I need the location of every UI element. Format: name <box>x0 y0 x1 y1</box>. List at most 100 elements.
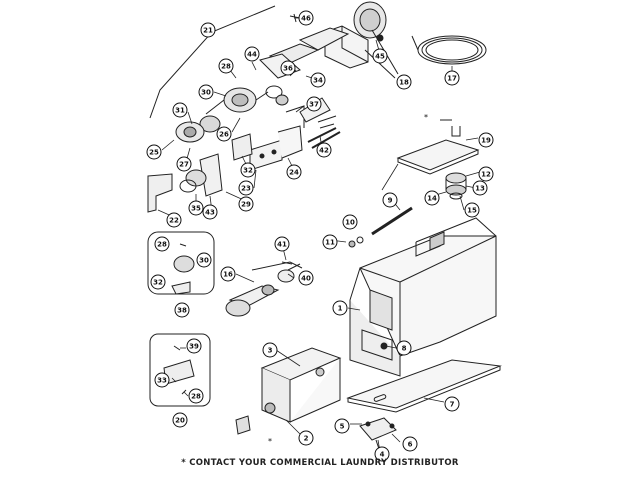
callout-34: 34 <box>310 72 326 88</box>
star-marker: * <box>424 113 428 122</box>
callout-circle <box>200 22 216 38</box>
callout-11: 11 <box>322 234 338 250</box>
callout-label: 9 <box>388 197 393 205</box>
callout-23: 23 <box>238 180 254 196</box>
callout-15: 15 <box>464 202 480 218</box>
callout-label: 30 <box>201 89 211 97</box>
callout-label: 2 <box>304 435 309 443</box>
callout-12: 12 <box>478 166 494 182</box>
callout-label: 16 <box>223 271 233 279</box>
callout-label: 6 <box>408 441 413 449</box>
callout-circle <box>154 372 170 388</box>
callout-circle <box>472 180 488 196</box>
callout-circle <box>444 70 460 86</box>
leader-line <box>149 5 276 119</box>
callout-42: 42 <box>316 142 332 158</box>
callout-28: 28 <box>154 236 170 252</box>
callout-label: 43 <box>205 209 215 217</box>
callout-circle <box>332 300 348 316</box>
callout-label: 5 <box>340 423 345 431</box>
callout-5: 5 <box>334 418 350 434</box>
callout-circle <box>306 96 322 112</box>
callout-45: 45 <box>372 48 388 64</box>
callout-circle <box>244 46 260 62</box>
callout-circle <box>240 162 256 178</box>
callout-26: 26 <box>216 126 232 142</box>
callout-label: 42 <box>319 147 329 155</box>
callout-1: 1 <box>332 300 348 316</box>
callout-22: 22 <box>166 212 182 228</box>
callout-circle <box>280 60 296 76</box>
callout-label: 11 <box>325 239 335 247</box>
callout-label: 33 <box>157 377 167 385</box>
callout-label: 32 <box>243 167 253 175</box>
callout-label: 10 <box>345 219 355 227</box>
callout-4: 4 <box>374 446 390 462</box>
cover-plate <box>396 139 480 175</box>
drive-shaft <box>348 206 413 248</box>
star-markers: * * <box>268 113 428 446</box>
callout-label: 26 <box>219 131 229 139</box>
callout-circle <box>298 10 314 26</box>
callout-circle <box>146 144 162 160</box>
callout-circle <box>220 266 236 282</box>
callout-30: 30 <box>196 252 212 268</box>
callout-circle <box>202 204 218 220</box>
callout-label: 18 <box>399 79 409 87</box>
callout-circle <box>322 234 338 250</box>
callout-circle <box>310 72 326 88</box>
callout-label: 39 <box>189 343 199 351</box>
pulley-assembly <box>175 85 289 143</box>
callout-8: 8 <box>396 340 412 356</box>
callout-circle <box>424 190 440 206</box>
callout-label: 4 <box>380 451 385 459</box>
callout-circle <box>444 396 460 412</box>
callout-46: 46 <box>298 10 314 26</box>
callout-label: 7 <box>450 401 455 409</box>
drive-box <box>235 347 342 435</box>
callout-label: 36 <box>283 65 293 73</box>
callout-label: 12 <box>481 171 491 179</box>
callout-label: 41 <box>277 241 287 249</box>
callout-27: 27 <box>176 156 192 172</box>
screw-marks <box>307 127 341 149</box>
callout-44: 44 <box>244 46 260 62</box>
callout-circle <box>238 180 254 196</box>
callout-label: 44 <box>247 51 257 59</box>
callout-circle <box>374 446 390 462</box>
callout-13: 13 <box>472 180 488 196</box>
callout-label: 22 <box>169 217 179 225</box>
callout-label: 31 <box>175 107 185 115</box>
callout-40: 40 <box>298 270 314 286</box>
callout-43: 43 <box>202 204 218 220</box>
callout-label: 29 <box>241 201 251 209</box>
callout-circle <box>176 156 192 172</box>
callout-label: 28 <box>221 63 231 71</box>
callout-circle <box>238 196 254 212</box>
callout-39: 39 <box>186 338 202 354</box>
callout-10: 10 <box>342 214 358 230</box>
callout-32: 32 <box>240 162 256 178</box>
callout-circle <box>372 48 388 64</box>
callout-circle <box>166 212 182 228</box>
valve-assembly <box>440 119 467 200</box>
callout-label: 15 <box>467 207 477 215</box>
callout-circle <box>188 200 204 216</box>
callout-label: 13 <box>475 185 485 193</box>
callout-38: 38 <box>174 302 190 318</box>
callout-circle <box>396 340 412 356</box>
callout-circle <box>478 132 494 148</box>
callout-label: 45 <box>375 53 385 61</box>
callout-36: 36 <box>280 60 296 76</box>
callout-circle <box>174 302 190 318</box>
callout-25: 25 <box>146 144 162 160</box>
callout-circle <box>196 252 212 268</box>
callout-6: 6 <box>402 436 418 452</box>
callout-label: 25 <box>149 149 159 157</box>
callout-circle <box>218 58 234 74</box>
callout-circle <box>186 338 202 354</box>
callout-label: 32 <box>153 279 163 287</box>
callout-label: 27 <box>179 161 189 169</box>
callout-circle <box>262 342 278 358</box>
